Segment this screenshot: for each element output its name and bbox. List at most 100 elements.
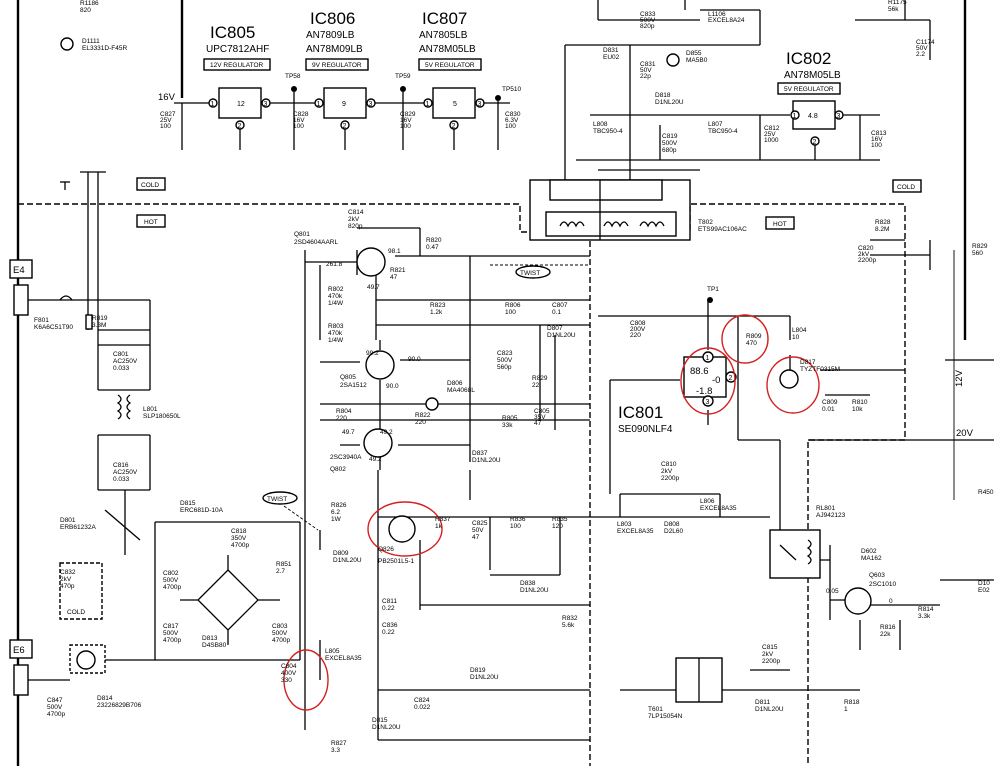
component-label-206: 7LP15054N: [648, 713, 683, 720]
component-label-142: 1k: [435, 523, 443, 530]
ic801-block: 1 2 3 88.6 -0 -1.8 IC801 SE090NLF4: [618, 351, 737, 435]
component-label-146: R836: [510, 516, 526, 523]
ic801-v-top: 88.6: [690, 366, 709, 377]
component-label-133: EXCEL8A35: [700, 505, 737, 512]
component-label-149: 120: [552, 523, 563, 530]
component-label-186: D813: [202, 635, 218, 642]
component-label-88: 10: [792, 334, 800, 341]
d817-symbol: [779, 369, 799, 389]
component-label-48: C813: [871, 130, 887, 137]
component-label-117: 220: [336, 415, 347, 422]
component-label-164: 2.7: [276, 568, 285, 575]
component-label-156: C818: [231, 528, 247, 535]
component-label-223: D10: [978, 580, 990, 587]
component-label-219: D1NL20U: [372, 724, 401, 731]
component-label-141: R837: [435, 516, 451, 523]
component-label-79: R829: [532, 375, 548, 382]
component-label-98: 2kV: [858, 251, 870, 258]
rail-12v-label: 12V: [954, 369, 965, 387]
switching-wiring: [304, 227, 994, 741]
ic805-part: UPC7812AHF: [206, 44, 269, 55]
twist-label-1: TWIST: [520, 270, 540, 277]
component-label-213: 4700p: [47, 711, 65, 718]
component-label-190: 4700p: [272, 637, 290, 644]
ic807-pin1: 1: [426, 101, 430, 108]
component-label-122: C805: [534, 408, 550, 415]
component-label-82: 200V: [630, 326, 646, 333]
voltage-reading-1: 98.1: [388, 248, 401, 255]
component-label-28: 2.2: [916, 51, 925, 58]
component-label-108: AC250V: [113, 469, 138, 476]
component-label-51: T802: [698, 219, 713, 226]
zone-hot-2: HOT: [773, 221, 787, 228]
ic805-block: IC805 UPC7812AHF 12V REGULATOR 12 1 3 2: [203, 23, 271, 130]
component-label-64: 1/4W: [328, 300, 344, 307]
component-label-166: D1NL20U: [520, 587, 549, 594]
component-label-214: D814: [97, 695, 113, 702]
component-label-196: EXCEL8A35: [325, 655, 362, 662]
component-label-16: C830: [505, 111, 521, 118]
component-label-9: TP510: [502, 86, 522, 93]
component-label-212: 500V: [47, 704, 63, 711]
component-label-124: 47: [534, 420, 542, 427]
component-label-39: TBC950-4: [593, 128, 623, 135]
component-label-69: C807: [552, 302, 568, 309]
component-label-207: D811: [755, 699, 770, 706]
component-label-104: 0.033: [113, 365, 130, 372]
ic802-pin2: 2: [813, 139, 817, 146]
ic806-pin2: 2: [343, 123, 347, 130]
component-label-131: 2200p: [661, 475, 679, 482]
ic806-block: IC806 AN7809LB AN78M09LB 9V REGULATOR 9 …: [305, 9, 376, 130]
ic806-part-2: AN78M09LB: [306, 44, 363, 55]
component-label-188: C803: [272, 623, 288, 630]
component-label-218: D815: [372, 717, 388, 724]
component-label-197: C815: [762, 644, 778, 651]
component-label-50: 100: [871, 142, 882, 149]
component-label-158: 4700p: [231, 542, 249, 549]
component-label-121: 33k: [502, 422, 513, 429]
component-label-84: TP1: [707, 286, 719, 293]
highlight-q826: [367, 501, 443, 557]
q826-symbol: [388, 515, 416, 543]
component-label-198: 2kV: [762, 651, 774, 658]
component-label-169: Q603: [869, 572, 885, 579]
component-label-210: 1: [844, 706, 848, 713]
d1111-symbol: [60, 37, 74, 51]
ic806-pin1: 1: [317, 101, 321, 108]
ic801-v-bot: -1.8: [696, 386, 712, 397]
connector-e4-label: E4: [13, 265, 25, 276]
component-label-181: R814: [918, 606, 934, 613]
transformer-t601: [675, 657, 723, 703]
component-label-137: ERC681D-10A: [180, 507, 224, 514]
component-label-1: 820: [80, 7, 91, 14]
component-label-27: 50V: [916, 45, 928, 52]
ic802-block: IC802 AN78M05LB 5V REGULATOR 4.8 1 3 2: [777, 49, 844, 146]
component-label-138: R826: [331, 502, 347, 509]
component-label-20: 500V: [640, 17, 656, 24]
component-label-60: R821: [390, 267, 406, 274]
component-label-11: 16V: [293, 117, 305, 124]
ic802-body: [792, 100, 836, 130]
component-label-0: R1186: [80, 0, 99, 7]
component-label-53: Q801: [294, 231, 310, 238]
component-label-129: C810: [661, 461, 677, 468]
component-label-168: MA162: [861, 555, 882, 562]
ic802-pin3: 3: [837, 113, 841, 120]
ic806-body: [323, 87, 367, 119]
zone-hot-1: HOT: [144, 219, 158, 226]
frame-lines: [16, 0, 994, 766]
component-label-65: R823: [430, 302, 446, 309]
component-label-216: C824: [414, 697, 430, 704]
component-label-35: MA5B0: [686, 57, 708, 64]
ic801-ref: IC801: [618, 403, 663, 422]
component-label-193: R816: [880, 624, 896, 631]
component-label-183: C817: [163, 623, 179, 630]
component-label-130: 2kV: [661, 468, 673, 475]
component-label-102: C801: [113, 351, 129, 358]
component-label-101: 3.3M: [92, 322, 106, 329]
component-label-191: C836: [382, 622, 398, 629]
component-label-29: D831: [603, 47, 619, 54]
component-label-123: 35V: [534, 414, 546, 421]
component-label-62: R802: [328, 286, 344, 293]
